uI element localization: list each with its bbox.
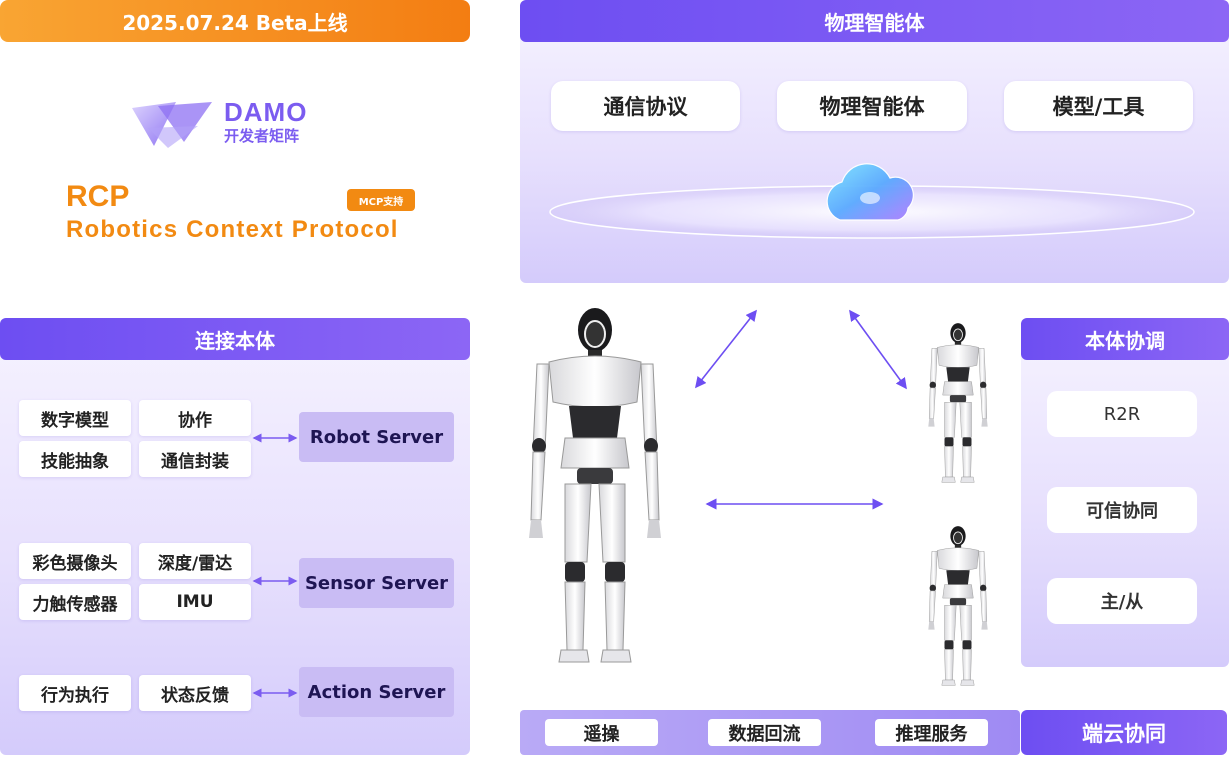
edge-item-inference: 推理服务 [875, 719, 988, 746]
edge-item-data-return: 数据回流 [708, 719, 821, 746]
cloud-platform [549, 163, 1195, 239]
item-digital-model: 数字模型 [19, 400, 131, 436]
item-comm-wrapper: 通信封装 [139, 441, 251, 477]
link-arrow [695, 309, 757, 389]
coord-item-trusted: 可信协同 [1047, 487, 1197, 533]
item-collaboration: 协作 [139, 400, 251, 436]
robot-small [927, 525, 989, 686]
robots-illustration [528, 307, 989, 686]
cloud-icon [826, 163, 914, 221]
rcp-acronym: RCP [66, 180, 130, 213]
edge-item-teleop: 遥操 [545, 719, 658, 746]
item-behavior-exec: 行为执行 [19, 675, 131, 711]
damo-logo-icon [132, 102, 212, 148]
logo-brand: DAMO [224, 97, 308, 127]
body-coordination-header: 本体协调 [1021, 318, 1229, 360]
connect-body-header: 连接本体 [0, 318, 470, 360]
agent-item-protocol: 通信协议 [551, 81, 740, 131]
coord-item-master-slave: 主/从 [1047, 578, 1197, 624]
item-skill-abstraction: 技能抽象 [19, 441, 131, 477]
item-state-feedback: 状态反馈 [139, 675, 251, 711]
item-depth-radar: 深度/雷达 [139, 543, 251, 579]
logo-subtitle: 开发者矩阵 [224, 127, 300, 145]
item-color-camera: 彩色摄像头 [19, 543, 131, 579]
item-force-sensor: 力触传感器 [19, 584, 131, 620]
agent-item-tools: 模型/工具 [1004, 81, 1193, 131]
release-banner: 2025.07.24 Beta上线 [0, 0, 470, 42]
mcp-badge: MCP支持 [347, 189, 415, 211]
edge-cloud-header: 端云协同 [1021, 710, 1227, 755]
rcp-full-name: Robotics Context Protocol [66, 216, 399, 243]
coord-item-r2r: R2R [1047, 391, 1197, 437]
robot-large [528, 307, 662, 663]
robot-server: Robot Server [299, 412, 454, 462]
robot-small [927, 322, 989, 483]
server-connectors [252, 433, 298, 698]
agent-item-agent: 物理智能体 [777, 81, 967, 131]
item-imu: IMU [139, 584, 251, 620]
link-arrow [849, 309, 907, 390]
logo-text: DAMO 开发者矩阵 [224, 98, 307, 146]
sensor-server: Sensor Server [299, 558, 454, 608]
physical-agent-header: 物理智能体 [520, 0, 1229, 42]
action-server: Action Server [299, 667, 454, 717]
